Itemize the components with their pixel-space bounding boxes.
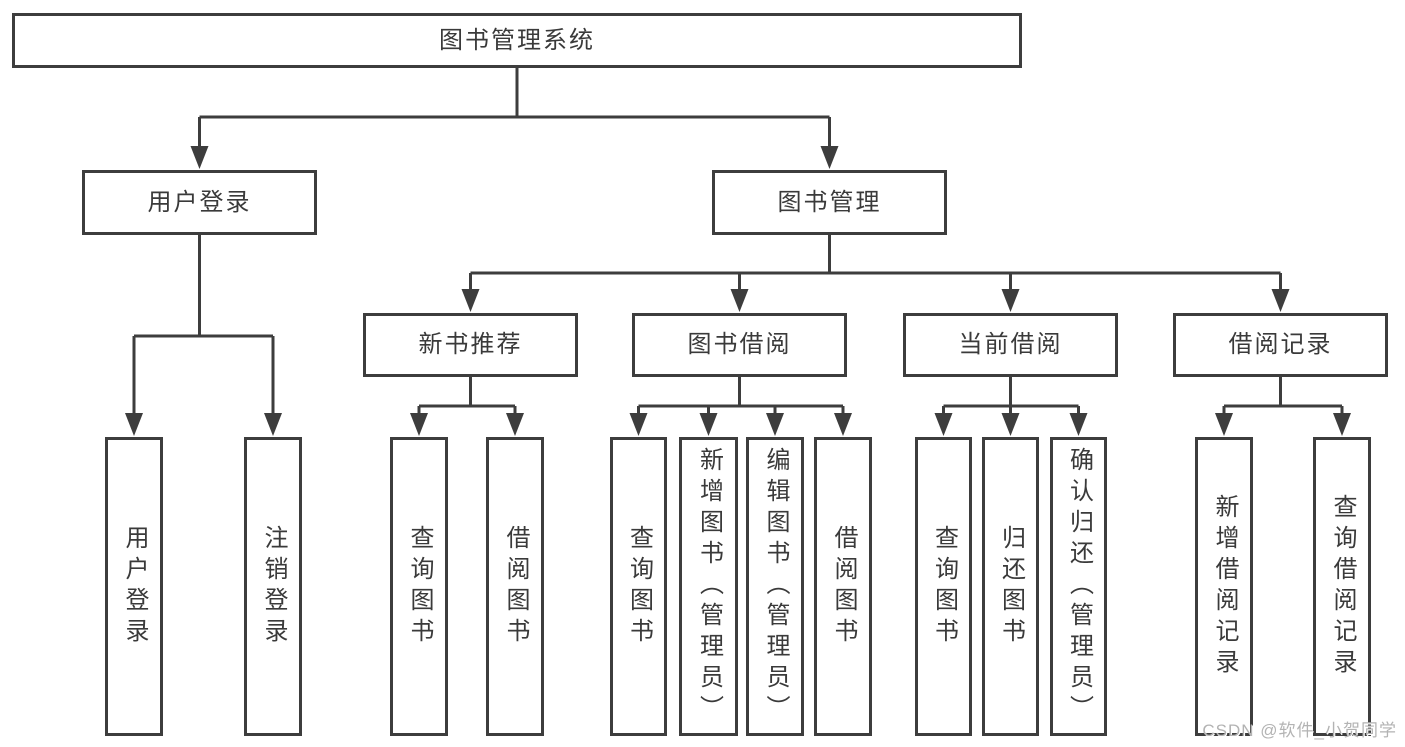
node-label: 图书借阅: [687, 331, 792, 358]
arrowhead-icon: [1333, 413, 1351, 436]
node-leaf-bb-add: 新增图书（管理员）: [679, 437, 738, 736]
arrowhead-icon: [506, 413, 524, 436]
arrowhead-icon: [264, 413, 282, 436]
node-leaf-bb-query: 查询图书: [610, 437, 667, 736]
arrowhead-icon: [1271, 289, 1290, 312]
arrowhead-icon: [934, 413, 953, 436]
node-label: 用户登录: [121, 524, 148, 649]
arrowhead-icon: [766, 413, 784, 436]
node-label: 注销登录: [260, 524, 287, 649]
arrowhead-icon: [820, 146, 839, 169]
node-label: 新书推荐: [418, 331, 523, 358]
node-book-mgmt: 图书管理: [712, 170, 947, 235]
node-leaf-user-login: 用户登录: [105, 437, 163, 736]
node-label: 借阅图书: [502, 524, 529, 649]
arrowhead-icon: [834, 413, 852, 436]
node-leaf-logout: 注销登录: [244, 437, 302, 736]
node-label: 查询图书: [625, 524, 653, 649]
arrowhead-icon: [190, 146, 209, 169]
node-leaf-bb-edit: 编辑图书（管理员）: [746, 437, 804, 736]
arrowhead-icon: [629, 413, 648, 436]
node-leaf-br-add: 新增借阅记录: [1195, 437, 1253, 736]
node-label: 归还图书: [997, 524, 1025, 649]
watermark: CSDN @软件_小贺同学: [1202, 721, 1397, 740]
node-borrow-records: 借阅记录: [1173, 313, 1388, 377]
arrowhead-icon: [1215, 413, 1233, 436]
node-leaf-cb-confirm: 确认归还（管理员）: [1050, 437, 1107, 736]
arrowhead-icon: [461, 289, 480, 312]
node-label: 图书管理系统: [439, 26, 595, 54]
node-label: 用户登录: [147, 188, 252, 216]
node-leaf-br-query: 查询借阅记录: [1313, 437, 1371, 736]
node-label: 查询图书: [406, 524, 433, 649]
node-label: 查询图书: [930, 524, 958, 649]
arrowhead-icon: [410, 413, 428, 436]
node-label: 编辑图书（管理员）: [762, 447, 789, 726]
arrowhead-icon: [1069, 413, 1088, 436]
node-leaf-bb-borrow: 借阅图书: [814, 437, 872, 736]
node-user-login: 用户登录: [82, 170, 317, 235]
arrowhead-icon: [1001, 289, 1020, 312]
arrowhead-icon: [730, 289, 749, 312]
node-current-borrow: 当前借阅: [903, 313, 1118, 377]
arrowhead-icon: [699, 413, 718, 436]
node-label: 借阅记录: [1228, 331, 1333, 358]
node-label: 当前借阅: [958, 331, 1063, 358]
node-leaf-nb-borrow: 借阅图书: [486, 437, 544, 736]
node-label: 新增借阅记录: [1211, 493, 1238, 680]
node-label: 查询借阅记录: [1329, 493, 1356, 680]
arrowhead-icon: [125, 413, 143, 436]
node-label: 确认归还（管理员）: [1065, 447, 1093, 726]
node-label: 新增图书（管理员）: [695, 447, 723, 726]
node-root: 图书管理系统: [12, 13, 1022, 68]
node-label: 图书管理: [777, 188, 882, 216]
arrowhead-icon: [1001, 413, 1020, 436]
node-leaf-cb-return: 归还图书: [982, 437, 1039, 736]
node-label: 借阅图书: [830, 524, 857, 649]
node-leaf-nb-query: 查询图书: [390, 437, 448, 736]
node-new-book-rec: 新书推荐: [363, 313, 578, 377]
node-leaf-cb-query: 查询图书: [915, 437, 972, 736]
node-book-borrow: 图书借阅: [632, 313, 847, 377]
